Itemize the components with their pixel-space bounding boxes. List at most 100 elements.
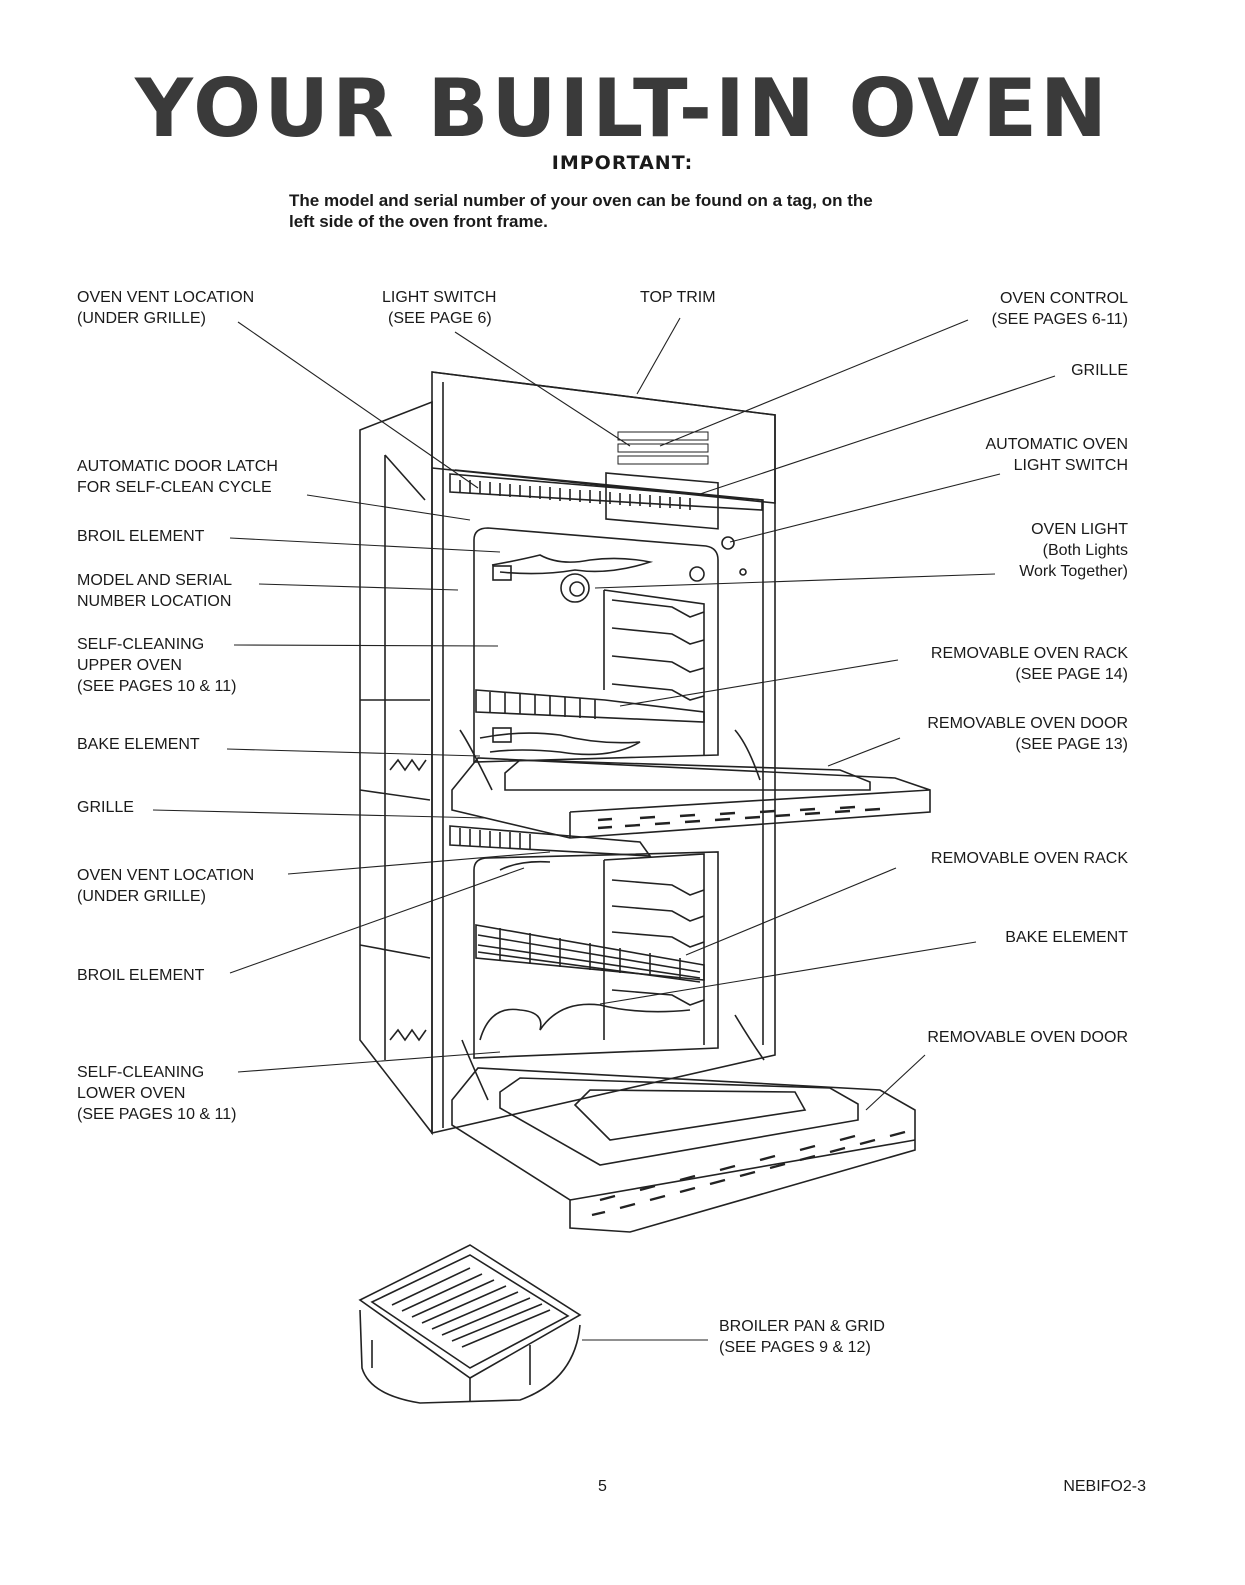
- broiler-pan: [358, 1244, 582, 1379]
- label-grille-lower: GRILLE: [77, 797, 134, 818]
- note-line-1: The model and serial number of your oven…: [289, 191, 873, 210]
- label-top-trim: TOP TRIM: [640, 287, 716, 308]
- label-line: AUTOMATIC OVEN: [985, 436, 1128, 453]
- upper-broil-element: [491, 554, 654, 575]
- label-automatic-door-latch: AUTOMATIC DOOR LATCH FOR SELF-CLEAN CYCL…: [77, 456, 278, 498]
- document-code: NEBIFO2-3: [1063, 1478, 1146, 1495]
- label-broil-element-lower: BROIL ELEMENT: [77, 965, 204, 986]
- lower-oven-door: [451, 1067, 916, 1233]
- label-oven-control: OVEN CONTROL (SEE PAGES 6-11): [992, 288, 1128, 330]
- label-line: Work Together): [1019, 563, 1128, 580]
- label-line: (SEE PAGES 9 & 12): [719, 1339, 871, 1356]
- label-line: BROILER PAN & GRID: [719, 1318, 885, 1335]
- top-trim-panel: [431, 371, 776, 504]
- label-line: (UNDER GRILLE): [77, 310, 206, 327]
- label-bake-element-upper: BAKE ELEMENT: [77, 734, 200, 755]
- label-self-cleaning-lower-oven: SELF-CLEANING LOWER OVEN (SEE PAGES 10 &…: [77, 1062, 236, 1125]
- label-removable-oven-rack-lower: REMOVABLE OVEN RACK: [931, 848, 1128, 869]
- important-heading: IMPORTANT:: [551, 152, 694, 174]
- label-automatic-oven-light-switch: AUTOMATIC OVEN LIGHT SWITCH: [985, 434, 1128, 476]
- label-removable-oven-door-upper: REMOVABLE OVEN DOOR (SEE PAGE 13): [927, 713, 1128, 755]
- leader-grille-upper: [699, 375, 1056, 495]
- label-line: (SEE PAGES 6-11): [991, 311, 1128, 328]
- label-bake-element-lower: BAKE ELEMENT: [1005, 927, 1128, 948]
- leader-oven-control: [659, 319, 969, 447]
- upper-oven-cavity: [473, 527, 719, 763]
- label-line: OVEN VENT LOCATION: [77, 867, 255, 884]
- label-line: GRILLE: [1071, 362, 1128, 379]
- leader-rack-lower: [685, 867, 897, 956]
- leader-door-lower: [865, 1054, 926, 1111]
- label-line: OVEN VENT LOCATION: [77, 289, 255, 306]
- label-line: SELF-CLEANING: [77, 1064, 205, 1081]
- label-line: BROIL ELEMENT: [77, 528, 205, 545]
- label-removable-oven-rack-upper: REMOVABLE OVEN RACK (SEE PAGE 14): [931, 643, 1128, 685]
- upper-bake-element: [479, 732, 641, 756]
- oven-light-fixture: [721, 536, 735, 550]
- leader-auto-light-switch: [729, 473, 1001, 543]
- control-panel: [605, 472, 719, 530]
- leader-oven-light: [594, 573, 996, 589]
- label-line: (Both Lights: [1042, 542, 1128, 559]
- leader-rack-upper: [619, 659, 899, 707]
- label-self-cleaning-upper-oven: SELF-CLEANING UPPER OVEN (SEE PAGES 10 &…: [77, 634, 236, 697]
- label-line: BROIL ELEMENT: [77, 967, 205, 984]
- label-line: BAKE ELEMENT: [77, 736, 200, 753]
- label-line: REMOVABLE OVEN DOOR: [927, 1029, 1128, 1046]
- label-line: (SEE PAGES 10 & 11): [77, 678, 237, 695]
- label-line: UPPER OVEN: [77, 657, 182, 674]
- leader-self-clean-lower: [237, 1051, 501, 1073]
- label-line: FOR SELF-CLEAN CYCLE: [77, 479, 272, 496]
- leader-broil-lower: [229, 867, 525, 974]
- label-line: LIGHT SWITCH: [382, 289, 497, 306]
- label-line: TOP TRIM: [640, 289, 716, 306]
- label-line: LOWER OVEN: [77, 1085, 186, 1102]
- leader-bake-upper: [226, 748, 481, 757]
- leader-broil-upper: [229, 537, 501, 553]
- leader-vent-lower: [287, 851, 551, 875]
- label-line: REMOVABLE OVEN RACK: [930, 645, 1128, 662]
- label-line: (SEE PAGE 6): [388, 310, 492, 327]
- label-line: SELF-CLEANING: [77, 636, 205, 653]
- lower-oven-cavity: [473, 851, 719, 1059]
- label-line: LIGHT SWITCH: [1013, 457, 1128, 474]
- leader-light-switch: [454, 331, 631, 447]
- upper-rack: [475, 689, 705, 723]
- lower-bake-element: [479, 1003, 691, 1041]
- label-line: NUMBER LOCATION: [77, 593, 232, 610]
- leader-door-upper: [827, 737, 901, 767]
- label-line: (UNDER GRILLE): [77, 888, 206, 905]
- label-line: REMOVABLE OVEN DOOR: [927, 715, 1128, 732]
- page-title: YOUR BUILT-IN OVEN: [135, 62, 1110, 155]
- upper-grille: [449, 473, 763, 511]
- label-line: AUTOMATIC DOOR LATCH: [77, 458, 278, 475]
- label-line: (SEE PAGES 10 & 11): [77, 1106, 237, 1123]
- label-removable-oven-door-lower: REMOVABLE OVEN DOOR: [927, 1027, 1128, 1048]
- page-number: 5: [598, 1478, 607, 1495]
- label-oven-vent-location-upper: OVEN VENT LOCATION (UNDER GRILLE): [77, 287, 254, 329]
- label-line: (SEE PAGE 13): [1015, 736, 1128, 753]
- label-model-serial-location: MODEL AND SERIAL NUMBER LOCATION: [77, 570, 232, 612]
- label-broil-element-upper: BROIL ELEMENT: [77, 526, 204, 547]
- label-line: (SEE PAGE 14): [1015, 666, 1128, 683]
- leader-top-trim: [636, 317, 681, 395]
- label-broiler-pan: BROILER PAN & GRID (SEE PAGES 9 & 12): [719, 1316, 885, 1358]
- lower-broil-element: [499, 860, 551, 871]
- upper-oven-door: [451, 757, 931, 839]
- lower-rack: [475, 924, 705, 981]
- leader-self-clean-upper: [233, 644, 499, 647]
- lower-grille: [449, 825, 652, 857]
- label-oven-light: OVEN LIGHT (Both Lights Work Together): [1019, 519, 1128, 582]
- label-line: GRILLE: [77, 799, 134, 816]
- leader-model-serial: [258, 583, 459, 591]
- leader-vent-upper: [237, 321, 479, 489]
- important-note: The model and serial number of your oven…: [289, 190, 989, 232]
- label-line: OVEN CONTROL: [999, 290, 1128, 307]
- label-light-switch: LIGHT SWITCH (SEE PAGE 6): [382, 287, 496, 329]
- label-line: BAKE ELEMENT: [1005, 929, 1128, 946]
- leader-door-latch: [306, 494, 471, 521]
- leader-grille-lower: [152, 809, 486, 819]
- label-line: OVEN LIGHT: [1031, 521, 1128, 538]
- leader-bake-lower: [599, 941, 977, 1005]
